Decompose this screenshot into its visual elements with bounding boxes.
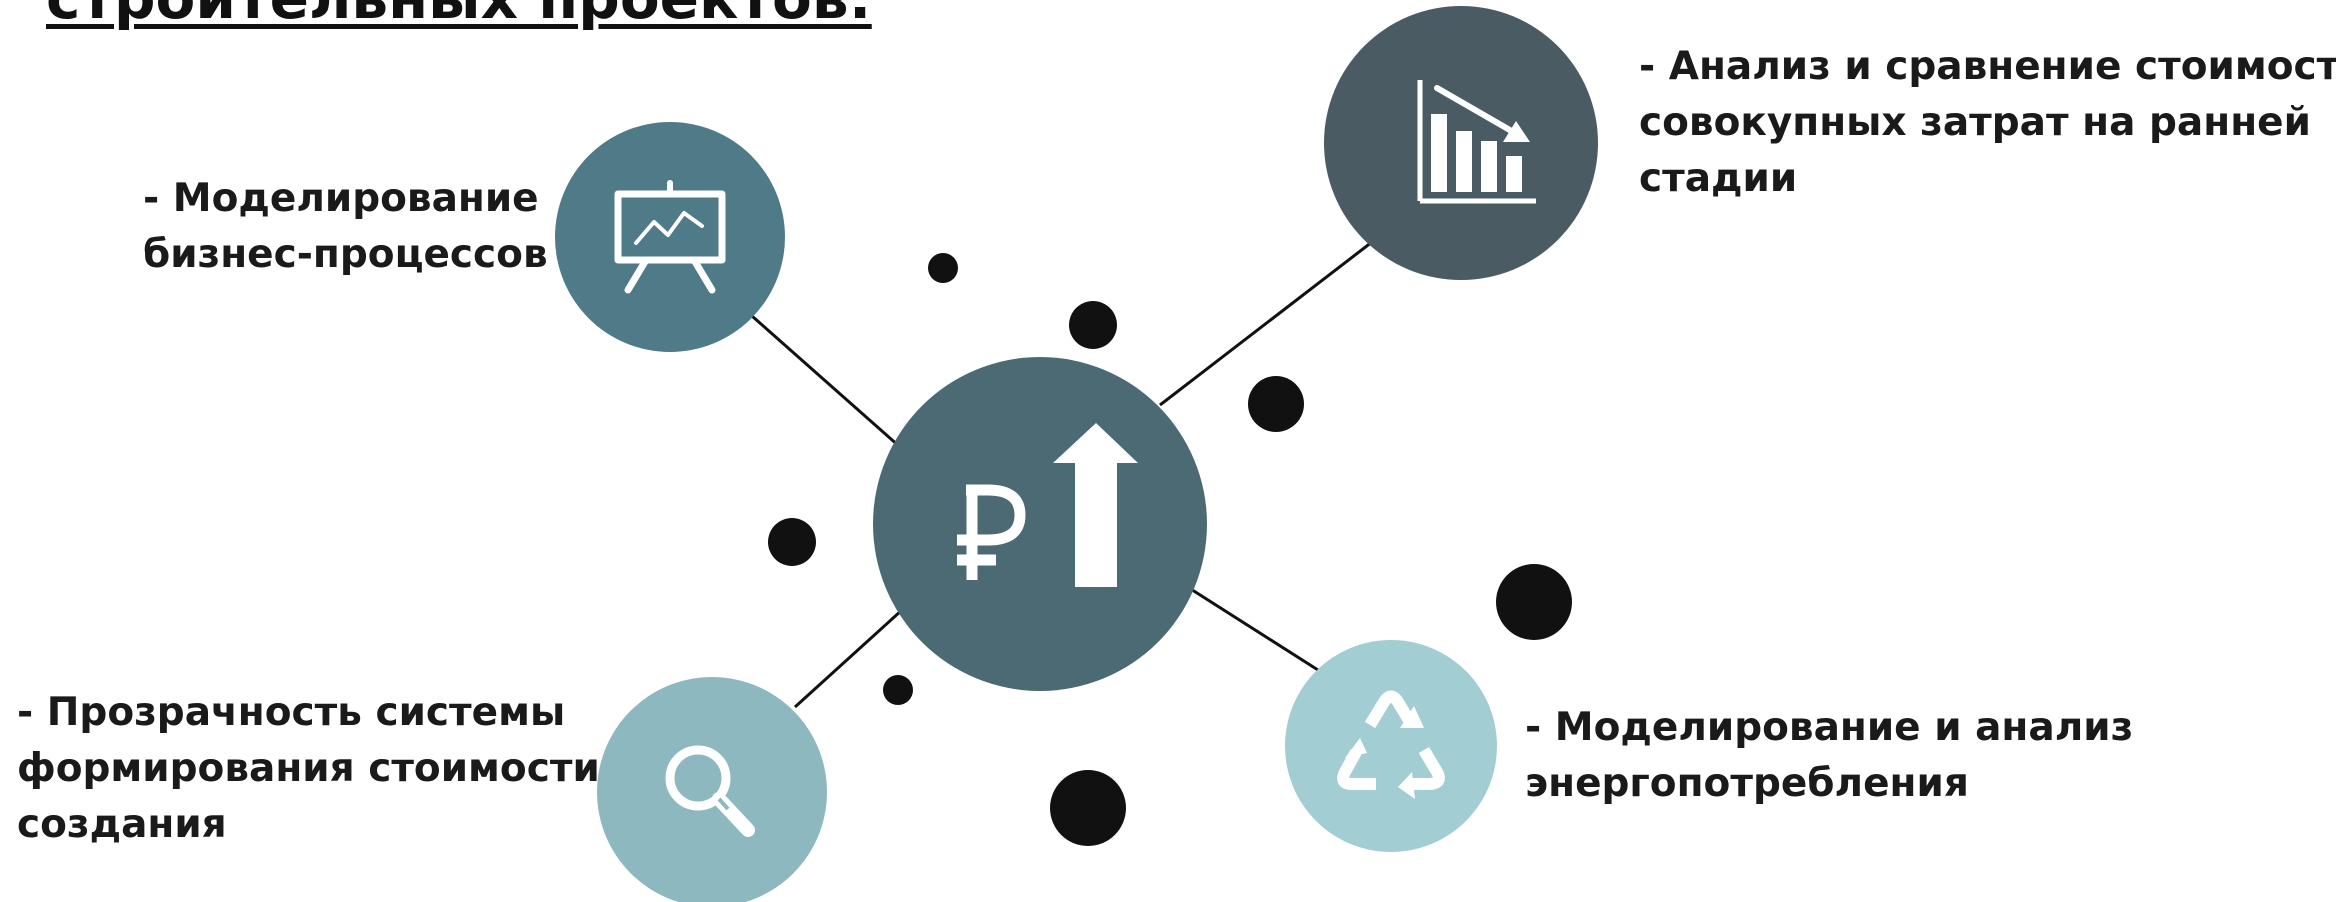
label-transparency-line: - Прозрачность системы <box>17 690 566 735</box>
ruble-arrow-up-icon <box>957 423 1138 587</box>
decor-dot <box>883 675 913 705</box>
label-cost-line: совокупных затрат на ранней <box>1639 100 2311 145</box>
label-transparency-line: создания <box>17 802 227 847</box>
bar-chart-down-icon <box>1417 80 1536 204</box>
decor-dot <box>1069 301 1117 349</box>
presentation-board-icon <box>614 180 726 294</box>
label-cost-line: - Анализ и сравнение стоимости <box>1639 44 2336 89</box>
decor-dot <box>768 518 816 566</box>
label-energy: - Моделирование и анализ энергопотреблен… <box>1525 700 2133 812</box>
connector-transparency <box>793 608 904 709</box>
node-cost <box>1324 6 1598 280</box>
node-center <box>873 357 1207 691</box>
decor-dot <box>1050 770 1126 846</box>
magnifier-icon <box>665 745 755 837</box>
label-energy-line: - Моделирование и анализ <box>1525 705 2134 750</box>
label-business: - Моделирование бизнес-процессов <box>143 171 548 283</box>
recycle-icon <box>1337 690 1445 799</box>
node-business <box>555 122 785 352</box>
label-business-line: - Моделирование <box>143 176 539 221</box>
label-transparency-line: формирования стоимости <box>17 746 600 791</box>
decor-dot <box>928 253 958 283</box>
connector-business <box>751 314 901 449</box>
label-business-line: бизнес-процессов <box>143 232 548 277</box>
arrow-up-icon <box>1053 423 1138 587</box>
label-transparency: - Прозрачность системы формирования стои… <box>17 685 600 853</box>
diagram-title: строительных проектов: <box>46 0 872 30</box>
label-cost-line: стадии <box>1639 156 1798 201</box>
node-energy <box>1285 640 1497 852</box>
label-cost: - Анализ и сравнение стоимости совокупны… <box>1639 39 2336 207</box>
label-energy-line: энергопотребления <box>1525 761 1969 806</box>
node-transparency <box>597 677 827 902</box>
connector-cost <box>1159 240 1373 407</box>
decor-dot <box>1248 376 1304 432</box>
connector-energy <box>1185 584 1319 672</box>
decor-dot <box>1496 564 1572 640</box>
ruble-sign-icon <box>957 484 1026 580</box>
